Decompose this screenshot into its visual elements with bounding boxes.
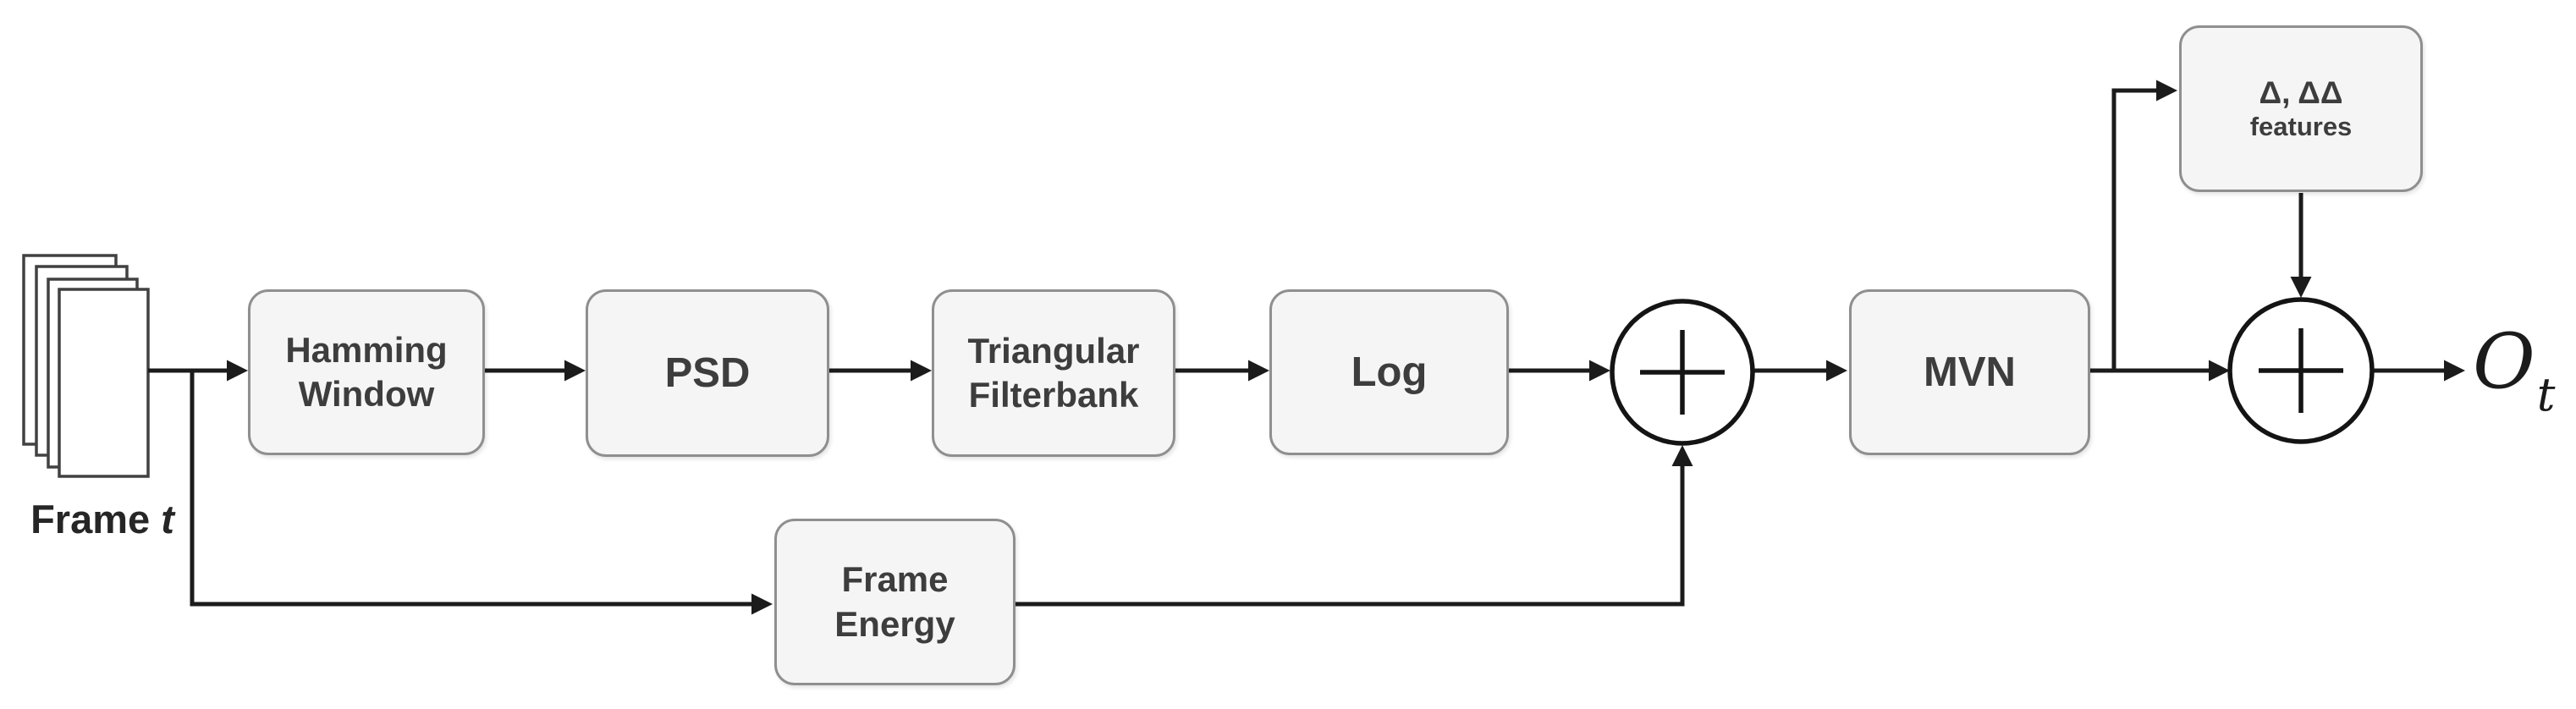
node-triangular-filterbank-label: Triangular Filterbank [967,330,1140,415]
node-mvn: MVN [1849,289,2090,455]
arrow-frames-to-frame-energy [190,371,773,615]
output-symbol: O t [2473,320,2576,421]
output-symbol-subscript: t [2536,368,2556,421]
node-hamming-window-label: Hamming Window [285,329,448,414]
arrow-frame-energy-to-adder1 [1016,445,1693,607]
node-delta-features: Δ, ΔΔ features [2179,25,2423,192]
node-psd: PSD [586,289,829,457]
node-frame-energy: Frame Energy [774,519,1016,685]
node-mvn-label: MVN [1924,349,2016,395]
node-triangular-filterbank: Triangular Filterbank [932,289,1175,457]
frame-input-var: t [161,497,174,541]
node-hamming-window: Hamming Window [248,289,485,455]
adder1-sum-icon [1610,299,1755,446]
node-frame-energy-label: Frame Energy [834,559,955,644]
arrow-branch-to-delta-features [2111,80,2177,371]
output-symbol-letter: O [2473,317,2535,406]
adder2-sum-icon [2227,297,2375,444]
node-log-label: Log [1351,349,1428,395]
node-delta-features-line2: features [2249,112,2353,142]
node-delta-features-line1: Δ, ΔΔ [2259,74,2343,110]
node-log: Log [1269,289,1509,455]
node-psd-label: PSD [664,349,751,396]
frame-input-word: Frame [30,497,151,541]
frame-stack-icon [22,254,150,478]
frame-input-label: Frame t [14,496,191,543]
